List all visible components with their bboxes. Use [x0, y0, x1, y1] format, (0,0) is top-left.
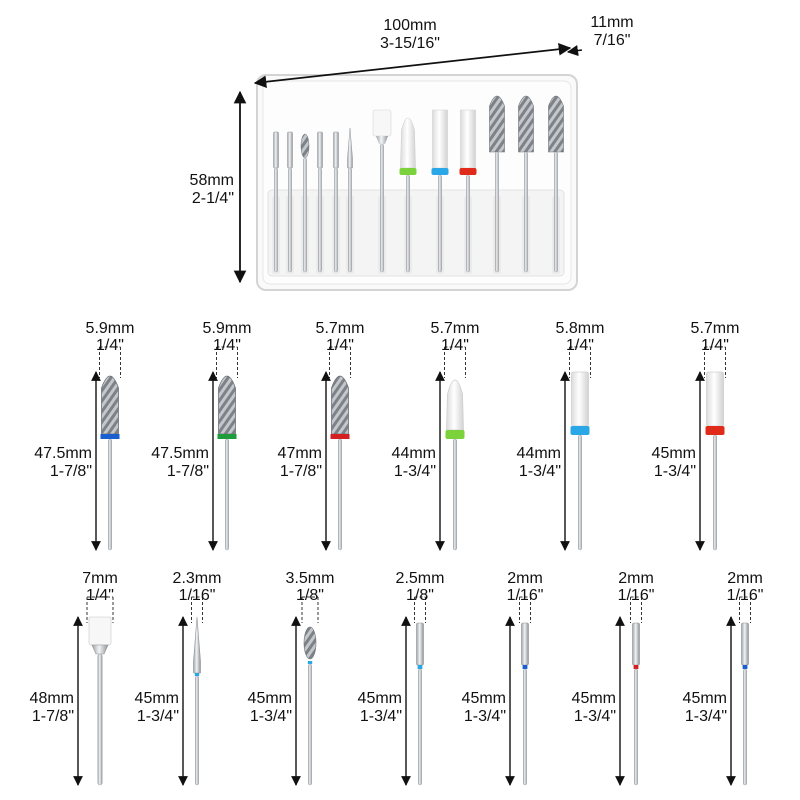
case-height-mm: 58mm	[189, 172, 234, 189]
case-bit-1	[273, 131, 279, 273]
bit-12-length-mm: 45mm	[571, 690, 616, 707]
bit-3-length-mm: 47mm	[277, 445, 322, 462]
bit-5	[560, 346, 591, 551]
case-bit-6	[347, 127, 353, 273]
case-bit-3	[300, 133, 310, 273]
case-bit-2	[287, 131, 293, 273]
bit-1-diameter-mm: 5.9mm	[85, 320, 135, 337]
bit-3	[321, 346, 351, 551]
bit-10-diameter-inch: 1/8"	[406, 587, 434, 604]
bit-4	[435, 346, 466, 551]
case-bit-7	[372, 109, 392, 273]
bit-1	[91, 346, 121, 551]
bit-11-length-inch: 1-3/4"	[463, 708, 506, 725]
bit-12-diameter-inch: 1/16"	[617, 587, 655, 604]
case-bit-13	[548, 95, 564, 273]
bit-9-diameter-inch: 1/8"	[296, 587, 324, 604]
bit-1-diameter-inch: 1/4"	[96, 337, 124, 354]
bit-7-diameter-mm: 7mm	[82, 570, 118, 587]
bit-9-length-mm: 45mm	[247, 690, 292, 707]
bit-4-length-inch: 1-3/4"	[393, 463, 436, 480]
bit-9-length-inch: 1-3/4"	[249, 708, 292, 725]
bit-12-length-inch: 1-3/4"	[573, 708, 616, 725]
bit-8-length-mm: 45mm	[134, 690, 179, 707]
bit-2-length-mm: 47.5mm	[151, 445, 209, 462]
case-bit-10	[459, 109, 477, 273]
bit-8-length-inch: 1-3/4"	[136, 708, 179, 725]
bit-1-length-inch: 1-7/8"	[49, 463, 92, 480]
case-bit-12	[518, 95, 534, 273]
bit-6-length-mm: 45mm	[651, 445, 696, 462]
bit-8-diameter-mm: 2.3mm	[172, 570, 222, 587]
case-bit-4	[317, 131, 323, 273]
bit-13	[726, 596, 751, 786]
bit-7	[73, 596, 114, 786]
bit-4-length-mm: 44mm	[391, 445, 436, 462]
bit-8-diameter-inch: 1/16"	[178, 587, 216, 604]
bit-12-diameter-mm: 2mm	[618, 570, 654, 587]
bit-3-length-inch: 1-7/8"	[279, 463, 322, 480]
bit-10-diameter-mm: 2.5mm	[395, 570, 445, 587]
bit-5-length-mm: 44mm	[516, 445, 561, 462]
bit-6	[695, 346, 726, 551]
bit-4-diameter-mm: 5.7mm	[430, 320, 480, 337]
bit-6-diameter-mm: 5.7mm	[690, 320, 740, 337]
bit-6-diameter-inch: 1/4"	[701, 337, 729, 354]
bit-3-diameter-inch: 1/4"	[326, 337, 354, 354]
bit-11-diameter-inch: 1/16"	[506, 587, 544, 604]
bit-9-diameter-mm: 3.5mm	[285, 570, 335, 587]
case-bit-11	[489, 95, 505, 273]
bit-2-diameter-inch: 1/4"	[213, 337, 241, 354]
case-bit-8	[399, 117, 417, 273]
bit-10-length-mm: 45mm	[357, 690, 402, 707]
case-height-inch: 2-1/4"	[191, 190, 234, 207]
bit-11-diameter-mm: 2mm	[507, 570, 543, 587]
bit-4-diameter-inch: 1/4"	[441, 337, 469, 354]
case-bit-5	[333, 131, 339, 273]
case-depth-dimension	[566, 45, 583, 57]
bit-7-length-mm: 48mm	[29, 690, 74, 707]
bit-7-diameter-inch: 1/4"	[86, 587, 114, 604]
bit-8	[178, 596, 203, 786]
case-width-mm: 100mm	[383, 17, 437, 34]
case-depth-mm: 11mm	[590, 14, 634, 31]
bit-12	[615, 596, 642, 786]
case-bit-9	[431, 109, 449, 273]
bit-11-length-mm: 45mm	[461, 690, 506, 707]
bit-11	[505, 596, 531, 786]
bit-6-length-inch: 1-3/4"	[653, 463, 696, 480]
bit-2	[208, 346, 238, 551]
bit-10	[401, 596, 426, 786]
bit-13-length-inch: 1-3/4"	[684, 708, 727, 725]
bit-1-length-mm: 47.5mm	[34, 445, 92, 462]
bit-5-diameter-mm: 5.8mm	[555, 320, 605, 337]
bit-3-diameter-mm: 5.7mm	[315, 320, 365, 337]
case-depth-inch: 7/16"	[593, 32, 631, 49]
bit-5-length-inch: 1-3/4"	[518, 463, 561, 480]
bit-2-diameter-mm: 5.9mm	[202, 320, 252, 337]
bit-7-length-inch: 1-7/8"	[31, 708, 74, 725]
bit-13-diameter-mm: 2mm	[727, 570, 763, 587]
case-width-inch: 3-15/16"	[380, 35, 440, 52]
storage-case	[256, 74, 578, 291]
bit-13-length-mm: 45mm	[682, 690, 727, 707]
case-width-dimension	[253, 42, 572, 89]
bit-9	[291, 596, 319, 786]
bit-13-diameter-inch: 1/16"	[726, 587, 764, 604]
bit-2-length-inch: 1-7/8"	[166, 463, 209, 480]
bit-10-length-inch: 1-3/4"	[359, 708, 402, 725]
bit-5-diameter-inch: 1/4"	[566, 337, 594, 354]
